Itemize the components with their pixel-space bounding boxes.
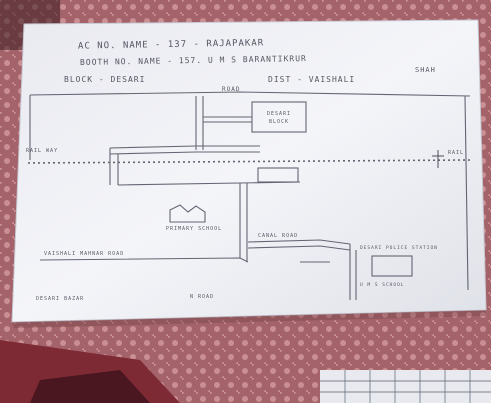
table-sheet-grid (320, 370, 491, 403)
paper-sheet (11, 19, 487, 323)
map-lines (27, 91, 471, 300)
map-right-label: DESARI POLICE STATION (360, 246, 438, 251)
post-mark (432, 150, 444, 168)
header-dist: DIST - VAISHALI (268, 75, 356, 84)
map-road-label: ROAD (222, 86, 241, 93)
table-sheet (320, 370, 491, 403)
bottom-mid-label: N ROAD (190, 294, 215, 300)
map-lower-road: VAISHALI MAHNAR ROAD (44, 251, 125, 257)
paper-shadow (12, 310, 486, 328)
bottom-fabric-dark (30, 370, 150, 403)
map-canal-label: CANAL ROAD (258, 233, 299, 239)
header-line-2-cont: SHAH (415, 66, 436, 74)
map-right-label-2: U M S SCHOOL (360, 283, 405, 288)
map-rail-right: RAIL (448, 150, 465, 156)
map-rail-left: RAIL WAY (26, 148, 59, 154)
header-block: BLOCK - DESARI (64, 75, 146, 84)
map-building-label: PRIMARY SCHOOL (166, 226, 223, 232)
map-box-label: DESARI BLOCK (266, 111, 292, 125)
bottom-left-label: DESARI BAZAR (36, 296, 85, 302)
